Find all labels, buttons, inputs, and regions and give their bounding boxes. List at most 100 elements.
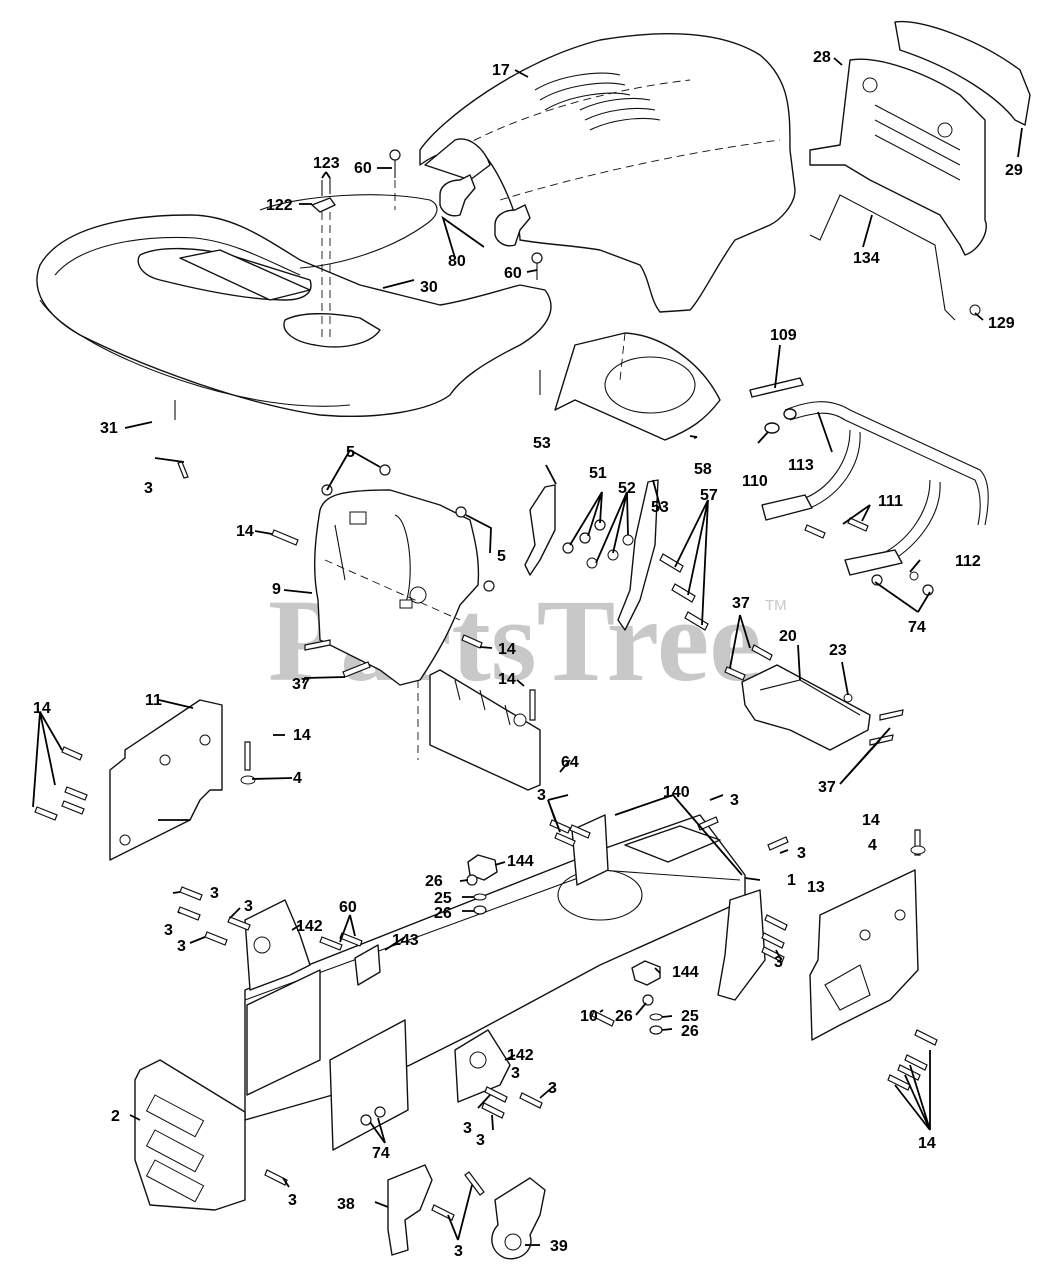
- callout-64[interactable]: 64: [561, 754, 579, 771]
- callout-74-bumper[interactable]: 74: [908, 619, 926, 636]
- callout-58[interactable]: 58: [694, 461, 712, 478]
- callout-140[interactable]: 140: [663, 784, 690, 801]
- callout-60-upper[interactable]: 60: [354, 160, 372, 177]
- callout-74-frame[interactable]: 74: [372, 1145, 390, 1162]
- callout-4-left[interactable]: 4: [293, 770, 302, 787]
- callout-3-142-a[interactable]: 3: [511, 1065, 520, 1082]
- callout-10[interactable]: 10: [580, 1008, 598, 1025]
- callout-3-left-d[interactable]: 3: [177, 938, 186, 955]
- callout-14-left-group[interactable]: 14: [33, 700, 51, 717]
- callout-28[interactable]: 28: [813, 49, 831, 66]
- washer-52-part[interactable]: [586, 534, 634, 569]
- callout-14-mid[interactable]: 14: [498, 641, 516, 658]
- callout-134[interactable]: 134: [853, 250, 880, 267]
- callout-29[interactable]: 29: [1005, 162, 1023, 179]
- nut-51-part[interactable]: [562, 519, 606, 554]
- callout-26-mid[interactable]: 26: [434, 905, 452, 922]
- callout-14-right-top[interactable]: 14: [862, 812, 880, 829]
- seat-pan-part[interactable]: [36, 194, 552, 420]
- callout-37-lower[interactable]: 37: [818, 779, 836, 796]
- grille-insert-part[interactable]: [894, 20, 1031, 126]
- callout-3-front[interactable]: 3: [288, 1192, 297, 1209]
- callout-23[interactable]: 23: [829, 642, 847, 659]
- callout-37-plate[interactable]: 37: [732, 595, 750, 612]
- cap-part[interactable]: [764, 422, 780, 434]
- shield-part[interactable]: [554, 332, 721, 441]
- callout-122[interactable]: 122: [266, 197, 293, 214]
- callout-60-seat[interactable]: 60: [504, 265, 522, 282]
- bolt-57-part[interactable]: [659, 553, 709, 631]
- callout-53-right[interactable]: 53: [651, 499, 669, 516]
- callout-3-frame-right[interactable]: 3: [797, 845, 806, 862]
- callout-17[interactable]: 17: [492, 62, 510, 79]
- callout-143[interactable]: 143: [392, 932, 419, 949]
- bracket-53-part[interactable]: [524, 479, 659, 631]
- callout-3-bracket[interactable]: 3: [537, 787, 546, 804]
- dash-panel-part[interactable]: [313, 489, 480, 686]
- callout-3-142-b[interactable]: 3: [548, 1080, 557, 1097]
- callout-5-right[interactable]: 5: [497, 548, 506, 565]
- callout-30[interactable]: 30: [420, 279, 438, 296]
- hood-rod-part[interactable]: [809, 194, 981, 321]
- callout-3-left-b[interactable]: 3: [244, 898, 253, 915]
- callout-25-top[interactable]: 25: [434, 890, 452, 907]
- callout-14-side[interactable]: 14: [293, 727, 311, 744]
- callout-3-bracket38[interactable]: 3: [454, 1243, 463, 1260]
- callout-3-140-right[interactable]: 3: [774, 954, 783, 971]
- callout-20[interactable]: 20: [779, 628, 797, 645]
- callout-4-right[interactable]: 4: [868, 837, 877, 854]
- callout-3-left-a[interactable]: 3: [210, 885, 219, 902]
- callout-144-bottom[interactable]: 144: [672, 964, 699, 981]
- callout-52[interactable]: 52: [618, 480, 636, 497]
- grille-part[interactable]: [809, 58, 987, 256]
- hood-part[interactable]: [419, 33, 796, 313]
- callout-38[interactable]: 38: [337, 1196, 355, 1213]
- callout-14-right-group[interactable]: 14: [918, 1135, 936, 1152]
- callout-1[interactable]: 1: [787, 872, 796, 889]
- bracket-140-part[interactable]: [571, 814, 766, 1001]
- callout-3-142-d[interactable]: 3: [476, 1132, 485, 1149]
- bracket-142-part[interactable]: [244, 899, 511, 1103]
- hardware-bolts[interactable]: [34, 461, 938, 1221]
- bracket-143-part[interactable]: [354, 944, 381, 986]
- callout-13[interactable]: 13: [807, 879, 825, 896]
- callout-2[interactable]: 2: [111, 1108, 120, 1125]
- side-plate-left-part[interactable]: [109, 699, 223, 861]
- callout-9[interactable]: 9: [272, 581, 281, 598]
- callout-123[interactable]: 123: [313, 155, 340, 172]
- callout-53-left[interactable]: 53: [533, 435, 551, 452]
- callout-26-lower[interactable]: 26: [615, 1008, 633, 1025]
- callout-25-lower[interactable]: 25: [681, 1008, 699, 1025]
- callout-14-dash[interactable]: 14: [236, 523, 254, 540]
- callout-51[interactable]: 51: [589, 465, 607, 482]
- callout-57[interactable]: 57: [700, 487, 718, 504]
- callout-113[interactable]: 113: [788, 457, 814, 474]
- callout-3-left-c[interactable]: 3: [164, 922, 173, 939]
- brace-part[interactable]: [417, 669, 541, 791]
- callout-60-frame[interactable]: 60: [339, 899, 357, 916]
- callout-26-bottom[interactable]: 26: [681, 1023, 699, 1040]
- bumper-part[interactable]: [761, 401, 989, 576]
- link-part[interactable]: [749, 377, 804, 398]
- callout-80[interactable]: 80: [448, 253, 466, 270]
- carriage-bolt-upper-part[interactable]: [389, 149, 543, 280]
- callout-109[interactable]: 109: [770, 327, 797, 344]
- callout-3-142-c[interactable]: 3: [463, 1120, 472, 1137]
- callout-111[interactable]: 111: [878, 493, 903, 510]
- callout-142-right[interactable]: 142: [507, 1047, 534, 1064]
- bracket-39-part[interactable]: [491, 1177, 546, 1260]
- bracket-38-part[interactable]: [387, 1164, 433, 1256]
- callout-110[interactable]: 110: [742, 473, 768, 490]
- callout-144-top[interactable]: 144: [507, 853, 534, 870]
- mount-plate-part[interactable]: [741, 664, 871, 751]
- callout-5-top[interactable]: 5: [346, 444, 355, 461]
- callout-31[interactable]: 31: [100, 420, 118, 437]
- callout-3-top[interactable]: 3: [730, 792, 739, 809]
- plate-small-part[interactable]: [311, 178, 336, 340]
- callout-39[interactable]: 39: [550, 1238, 568, 1255]
- callout-129[interactable]: 129: [988, 315, 1015, 332]
- frame-plate-left-part[interactable]: [246, 969, 409, 1151]
- side-plate-right-part[interactable]: [809, 869, 919, 1041]
- callout-112[interactable]: 112: [955, 553, 981, 570]
- front-plate-part[interactable]: [134, 1059, 246, 1211]
